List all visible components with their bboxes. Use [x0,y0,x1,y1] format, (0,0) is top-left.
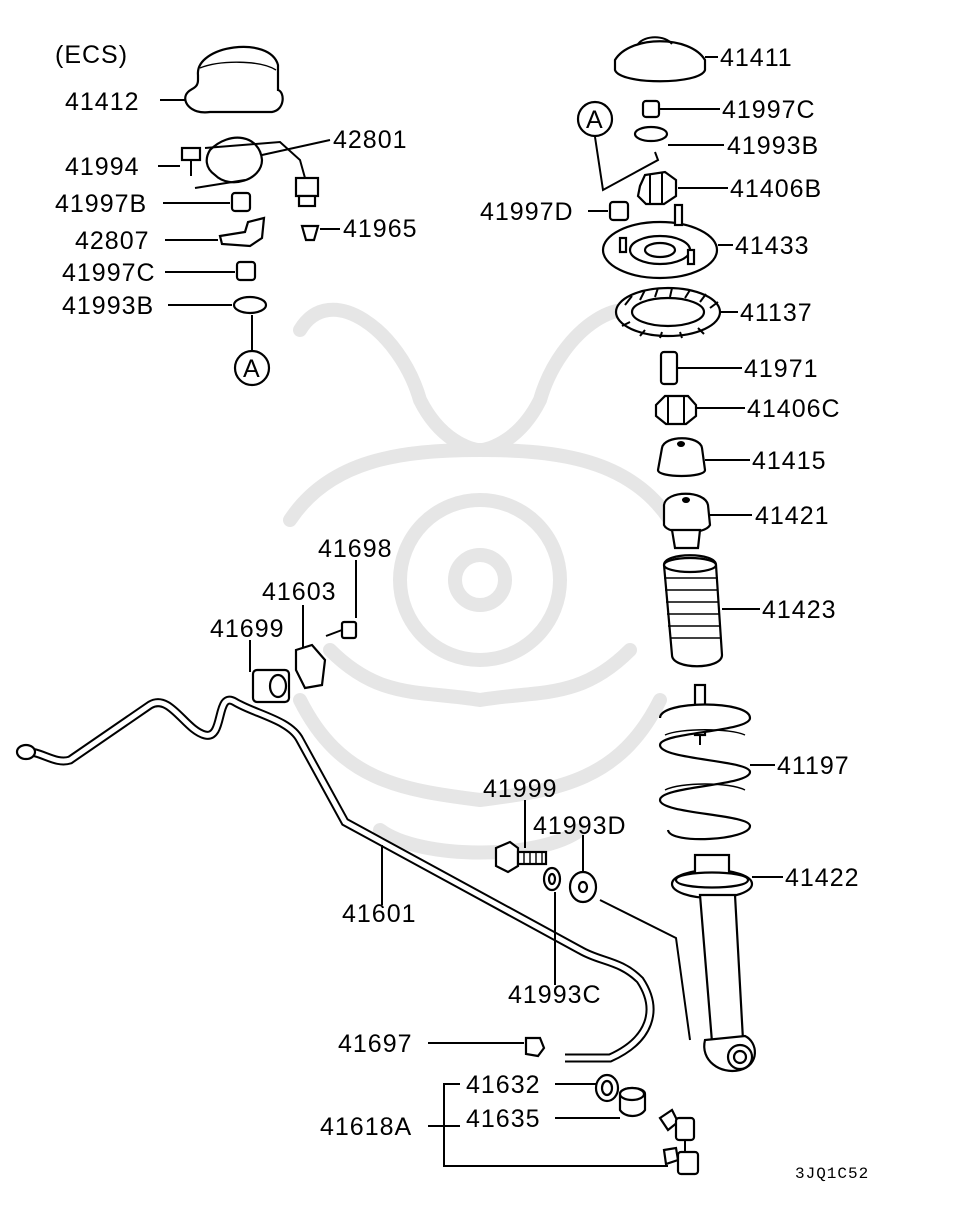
label-42801: 42801 [333,126,408,154]
label-41423: 41423 [762,596,837,624]
part-42807-bracket [218,216,266,248]
part-41993b-washer-left [232,295,268,315]
part-41603-bracket [294,643,327,690]
label-41997b: 41997B [55,190,147,218]
label-41406b: 41406B [730,175,822,203]
label-41993b-top: 41993B [727,132,819,160]
label-41993d: 41993D [533,812,627,840]
label-41412: 41412 [65,88,140,116]
part-41994-bolt [180,146,202,176]
label-41965: 41965 [343,215,418,243]
part-41997c-nut-top [641,99,661,119]
part-41601-stabilizer-bar [15,695,655,1063]
label-41993b-left: 41993B [62,292,154,320]
part-41999-bolt [494,840,548,874]
label-41997c-left: 41997C [62,259,156,287]
part-41422-spring-seat [670,853,754,900]
label-41698: 41698 [318,535,393,563]
label-41997d: 41997D [480,198,574,226]
part-41412-ecs-cover [184,45,284,114]
label-41421: 41421 [755,502,830,530]
part-41433-strut-mount [601,203,719,280]
label-41635: 41635 [466,1105,541,1133]
label-41197: 41197 [777,752,850,780]
label-42807: 42807 [75,227,150,255]
ref-marker-a-right [576,100,614,138]
part-41993b-washer-top [633,125,669,143]
part-41997d-nut [608,200,630,222]
label-41697: 41697 [338,1030,413,1058]
part-41632-ring [594,1073,620,1103]
label-41422: 41422 [785,864,860,892]
part-41421-bump-stopper [662,492,712,550]
part-41993c-washer [542,866,562,892]
part-41993d-bushing [568,870,598,904]
label-41999: 41999 [483,775,558,803]
label-41994: 41994 [65,153,140,181]
ecs-note: (ECS) [55,41,128,69]
label-41618a: 41618A [320,1113,412,1141]
label-41632: 41632 [466,1071,541,1099]
ref-marker-a-left-text: A [243,355,261,383]
part-41411-dust-cap [613,36,707,83]
part-41423-dust-boot [662,554,724,668]
part-41406c-nut [654,394,698,426]
ref-marker-a-left [233,349,271,387]
diagram-code: 3JQ1C52 [795,1165,869,1183]
label-41603: 41603 [262,578,337,606]
part-41697-nut [524,1036,546,1058]
label-41699: 41699 [210,615,285,643]
part-41997c-nut-left [235,260,257,282]
part-41997b-nut [230,191,252,213]
stabilizer-link-bolts [658,1108,700,1176]
label-41997c-top: 41997C [722,96,816,124]
part-41699-bushing [251,668,291,704]
label-41137: 41137 [740,299,813,327]
shock-absorber-body [698,893,756,1073]
label-41601: 41601 [342,900,417,928]
watermark-emblem [283,302,677,860]
label-41411: 41411 [720,44,793,72]
part-41406b-nut [636,170,678,206]
part-42801-sensor-harness [204,136,320,208]
label-41415: 41415 [752,447,827,475]
label-41406c: 41406C [747,395,841,423]
part-41698-bolt [325,620,358,640]
label-41993c: 41993C [508,981,602,1009]
part-41197-coil-spring [658,683,752,841]
ref-marker-a-right-text: A [586,106,604,134]
part-41415-bump-cup [656,437,707,478]
part-41971-collar [659,350,679,386]
part-41137-bearing [614,286,722,339]
part-41965-clip [300,224,320,242]
label-41971: 41971 [744,355,819,383]
part-41635-bushing [618,1086,647,1118]
label-41433: 41433 [735,232,810,260]
